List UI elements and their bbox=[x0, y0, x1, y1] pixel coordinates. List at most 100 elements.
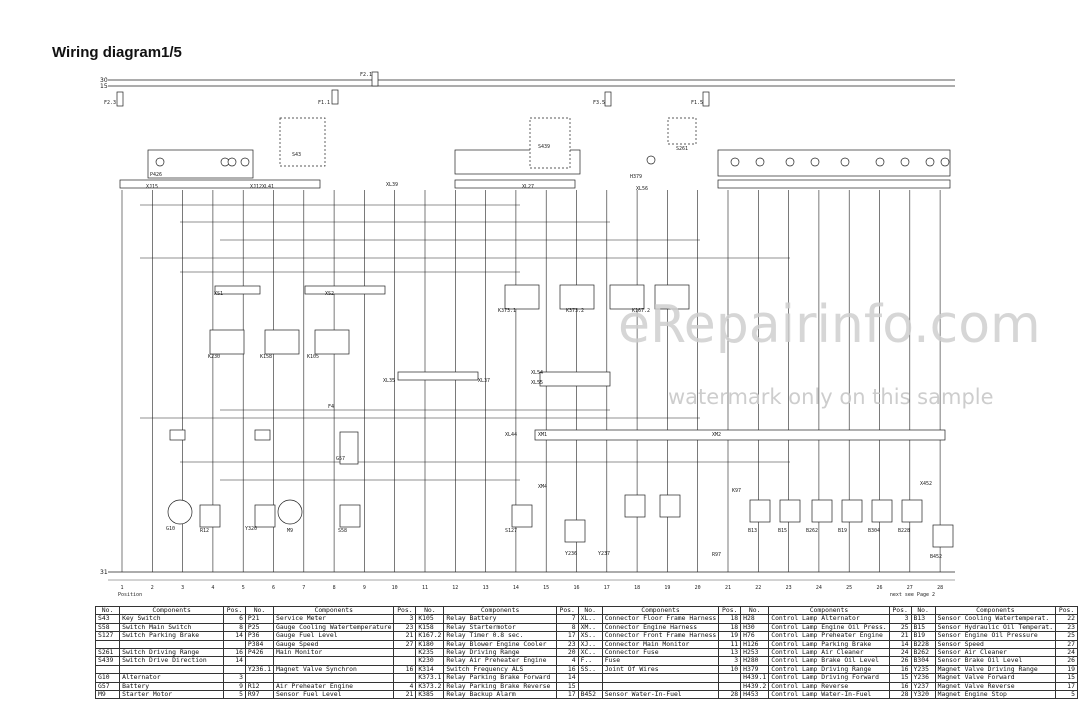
column-number: 10 bbox=[392, 585, 398, 591]
legend-component: Main Monitor bbox=[273, 648, 395, 658]
component-label: G10 bbox=[166, 526, 175, 532]
component-box bbox=[624, 494, 646, 518]
component-box bbox=[199, 504, 221, 528]
column-number: 19 bbox=[664, 585, 670, 591]
legend-no: Y236 bbox=[910, 673, 936, 683]
component-label: B13 bbox=[748, 528, 757, 534]
legend-pos: 15 bbox=[888, 673, 912, 683]
legend-component: Gauge Fuel Level bbox=[273, 631, 395, 641]
component-label: B262 bbox=[806, 528, 818, 534]
column-number: 7 bbox=[302, 585, 305, 591]
legend-pos: 14 bbox=[223, 631, 246, 641]
column-number: 17 bbox=[604, 585, 610, 591]
legend-component: Connector Main Monitor bbox=[601, 639, 720, 650]
component-label: S261 bbox=[676, 146, 688, 152]
connector-label: XJ12 bbox=[250, 184, 262, 190]
switch-box bbox=[529, 117, 571, 169]
component-label: K105 bbox=[307, 354, 319, 360]
relay-box bbox=[314, 329, 350, 355]
component-label: K373.2 bbox=[566, 308, 584, 314]
legend-no: Y236.1 bbox=[244, 664, 275, 675]
column-number: 21 bbox=[725, 585, 731, 591]
legend-pos: 21 bbox=[393, 690, 417, 700]
component-box bbox=[254, 504, 276, 528]
fuse-symbol bbox=[371, 71, 379, 87]
legend-pos: 21 bbox=[888, 631, 912, 641]
component-label: Y320 bbox=[245, 526, 257, 532]
page-title: Wiring diagram1/5 bbox=[52, 44, 182, 61]
legend-no: B19 bbox=[910, 631, 936, 641]
column-number: 26 bbox=[876, 585, 882, 591]
legend-pos: 15 bbox=[1055, 673, 1078, 683]
connector-block bbox=[539, 371, 611, 387]
monitor-panel bbox=[717, 149, 951, 177]
component-box bbox=[901, 499, 923, 523]
component-box bbox=[932, 524, 954, 548]
legend-no: P426 bbox=[244, 648, 275, 658]
component-label: Y237 bbox=[598, 551, 610, 557]
component-label: Y236 bbox=[565, 551, 577, 557]
legend-header-cell: Components bbox=[273, 605, 395, 616]
column-note-right: next see Page 2 bbox=[890, 592, 935, 598]
legend-component bbox=[601, 673, 720, 683]
lamp-symbol bbox=[155, 157, 165, 167]
legend-component: Sensor Engine Oil Pressure bbox=[934, 631, 1057, 641]
column-number: 18 bbox=[634, 585, 640, 591]
component-label: K230 bbox=[208, 354, 220, 360]
legend-no: K167.2 bbox=[415, 631, 445, 641]
lamp-symbol bbox=[646, 155, 656, 165]
legend-component: Magnet Engine Stop bbox=[934, 690, 1057, 700]
legend-component: Switch Drive Direction bbox=[119, 656, 225, 666]
relay-box bbox=[209, 329, 245, 355]
component-label: P426 bbox=[150, 172, 162, 178]
component-box bbox=[749, 499, 771, 523]
legend-no bbox=[577, 673, 603, 683]
legend-component: Control Lamp Driving Forward bbox=[768, 673, 890, 683]
lamp-symbol bbox=[875, 157, 885, 167]
column-number: 2 bbox=[151, 585, 154, 591]
column-number: 27 bbox=[907, 585, 913, 591]
legend-component: Starter Motor bbox=[119, 690, 225, 700]
legend-pos: 3 bbox=[223, 673, 246, 683]
legend-no: R97 bbox=[244, 690, 275, 700]
component-label: S127 bbox=[505, 528, 517, 534]
rail-label-31: 31 bbox=[100, 569, 108, 576]
component-label: R12 bbox=[200, 528, 209, 534]
component-label: H379 bbox=[630, 174, 642, 180]
column-number: 25 bbox=[846, 585, 852, 591]
legend-no: P36 bbox=[244, 631, 275, 641]
watermark-main: eRepairinfo.com bbox=[618, 295, 1041, 355]
connector-block bbox=[397, 371, 479, 381]
legend-pos bbox=[393, 673, 417, 683]
column-number: 9 bbox=[363, 585, 366, 591]
connector-label: XL27 bbox=[522, 184, 534, 190]
component-box bbox=[564, 519, 586, 543]
component-box bbox=[659, 494, 681, 518]
component-label: K158 bbox=[260, 354, 272, 360]
legend-component: Switch Parking Brake bbox=[119, 631, 225, 641]
legend-component: Relay Timer 0.8 sec. bbox=[443, 631, 557, 641]
column-number: 16 bbox=[573, 585, 579, 591]
legend-pos: 17 bbox=[555, 690, 579, 700]
fuse-symbol bbox=[604, 91, 612, 107]
lamp-symbol bbox=[840, 157, 850, 167]
legend-pos: 25 bbox=[1055, 631, 1078, 641]
lamp-symbol bbox=[755, 157, 765, 167]
connector-label: XL55 bbox=[531, 380, 543, 386]
relay-box bbox=[264, 329, 300, 355]
connector-label: XL44 bbox=[505, 432, 517, 438]
rail-label-15: 15 bbox=[100, 83, 108, 90]
rail-label-30: 30 bbox=[100, 77, 108, 84]
component-box bbox=[339, 504, 361, 528]
column-number: 1 bbox=[120, 585, 123, 591]
connector-block bbox=[304, 285, 386, 295]
connector-block bbox=[119, 179, 321, 189]
connector-label: XM1 bbox=[538, 432, 547, 438]
legend-pos: 21 bbox=[393, 631, 417, 641]
component-label: B304 bbox=[868, 528, 880, 534]
connector-label: XM4 bbox=[538, 484, 547, 490]
